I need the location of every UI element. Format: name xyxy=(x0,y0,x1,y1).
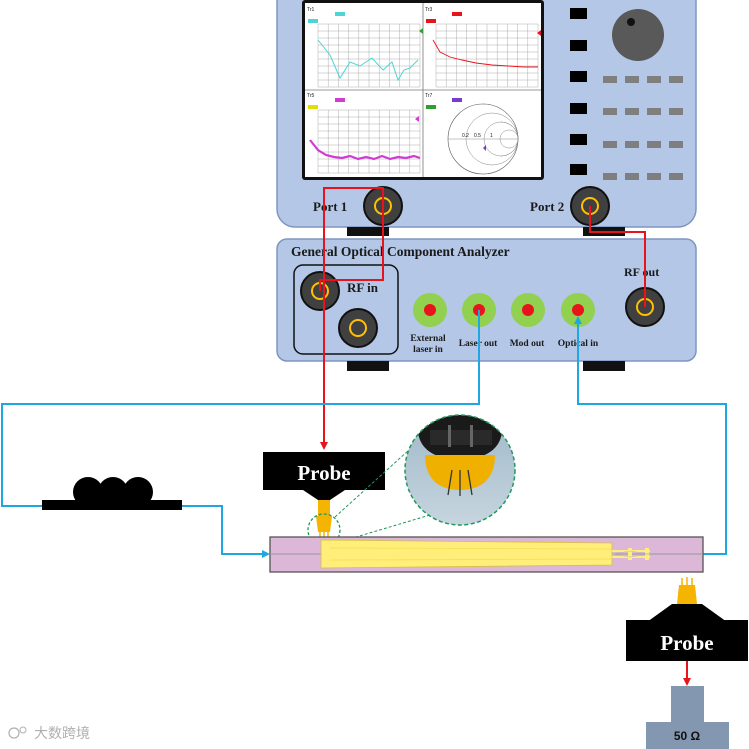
keypad-key[interactable] xyxy=(603,141,617,148)
terminator-label: 50 Ω xyxy=(674,729,701,743)
rf-cable-rfin-to-port1 xyxy=(319,206,384,291)
keypad-key[interactable] xyxy=(603,76,617,83)
modulator-chip xyxy=(269,536,704,573)
watermark-logo-icon xyxy=(8,727,20,739)
terminator-50-ohm: 50 Ω xyxy=(646,686,729,749)
keypad-key[interactable] xyxy=(647,141,661,148)
mod-out-port[interactable] xyxy=(511,293,545,327)
keypad-key[interactable] xyxy=(603,108,617,115)
smith-label-0-2: 0.2 xyxy=(462,133,469,139)
vna-screen: Tr1 Tr3 Tr5 Tr7 xyxy=(302,0,544,180)
smith-label-1: 1 xyxy=(490,133,493,139)
chip-electrode xyxy=(320,539,613,569)
optical-in-port[interactable] xyxy=(561,293,595,327)
external-laser-in-label-line1: External xyxy=(410,334,446,344)
screen-trace-tr7: Tr7 xyxy=(425,93,433,99)
rf-in-connector-2[interactable] xyxy=(338,308,378,348)
softkey-5[interactable] xyxy=(570,134,587,145)
screen-grid-q1 xyxy=(317,23,421,88)
oca-title: General Optical Component Analyzer xyxy=(291,244,510,259)
keypad-key[interactable] xyxy=(669,76,683,83)
screen-trace-s11 xyxy=(317,39,419,82)
rf-cable-port2-to-rfout xyxy=(589,206,646,307)
knob-indicator-icon xyxy=(627,18,635,26)
softkey-6[interactable] xyxy=(570,164,587,175)
softkey-2[interactable] xyxy=(570,40,587,51)
probe-bottom-label: Probe xyxy=(660,631,713,655)
probe-top-label: Probe xyxy=(297,461,350,485)
keypad-key[interactable] xyxy=(625,76,639,83)
keypad-key[interactable] xyxy=(625,173,639,180)
rf-cable-port1-to-probe xyxy=(320,187,384,450)
port-2-label: Port 2 xyxy=(530,199,564,214)
softkey-4[interactable] xyxy=(570,103,587,114)
vna-foot-left xyxy=(347,227,389,236)
probe-contact-highlight xyxy=(307,513,341,547)
probe-top[interactable]: Probe xyxy=(263,452,385,539)
rf-in-group xyxy=(293,264,399,355)
screen-grid-q3 xyxy=(317,109,421,174)
vna-keypad xyxy=(603,76,683,180)
oca-foot-left xyxy=(347,361,389,371)
keypad-key[interactable] xyxy=(669,108,683,115)
screen-trace-tr1: Tr1 xyxy=(307,7,315,13)
rf-in-label: RF in xyxy=(347,280,379,295)
fiber-laser-out-to-chip xyxy=(1,310,480,558)
oca-foot-right xyxy=(583,361,625,371)
keypad-key[interactable] xyxy=(647,173,661,180)
screen-grid-q2 xyxy=(435,23,539,88)
keypad-key[interactable] xyxy=(625,141,639,148)
polarization-controller[interactable] xyxy=(42,477,182,510)
optical-component-analyzer: General Optical Component Analyzer RF in xyxy=(276,238,697,371)
probe-bottom[interactable]: Probe xyxy=(626,577,748,661)
screen-trace-s21 xyxy=(432,39,538,68)
watermark: 大数跨境 xyxy=(8,725,90,741)
screen-trace-s22 xyxy=(309,139,421,161)
keypad-key[interactable] xyxy=(669,173,683,180)
external-laser-in-label-line2: laser in xyxy=(413,345,443,355)
port-1-label: Port 1 xyxy=(313,199,347,214)
zoom-leader-top xyxy=(334,439,421,518)
keypad-key[interactable] xyxy=(647,108,661,115)
watermark-text: 大数跨境 xyxy=(34,725,90,741)
fiber-chip-to-optical-in xyxy=(574,316,727,555)
softkey-3[interactable] xyxy=(570,71,587,82)
external-laser-in-port[interactable] xyxy=(413,293,447,327)
mod-out-label: Mod out xyxy=(510,339,545,349)
screen-trace-tr5: Tr5 xyxy=(307,93,315,99)
keypad-key[interactable] xyxy=(669,141,683,148)
probe-top-tip xyxy=(318,500,330,516)
probe-zoom-inset xyxy=(404,414,516,526)
smith-label-0-5: 0.5 xyxy=(474,133,481,139)
vna-control-knob[interactable] xyxy=(612,9,664,61)
vector-network-analyzer: Tr1 Tr3 Tr5 Tr7 xyxy=(276,0,697,236)
vna-side-buttons xyxy=(570,8,587,175)
keypad-key[interactable] xyxy=(647,76,661,83)
keypad-key[interactable] xyxy=(625,108,639,115)
keypad-key[interactable] xyxy=(603,173,617,180)
softkey-1[interactable] xyxy=(570,8,587,19)
screen-trace-tr3: Tr3 xyxy=(425,7,433,13)
rf-out-label: RF out xyxy=(624,265,659,279)
screen-smith-chart: 0.2 0.5 1 xyxy=(447,103,519,175)
